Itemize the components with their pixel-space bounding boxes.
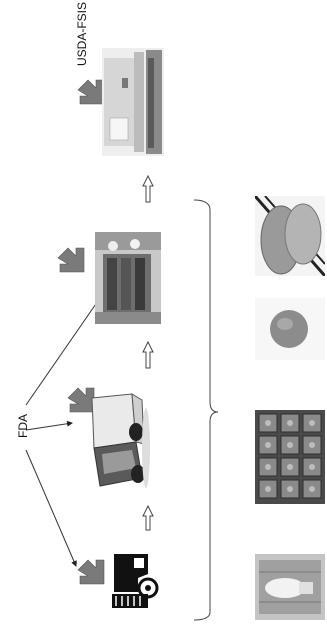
grouping-bracket (193, 199, 219, 621)
harvest-combine-icon (108, 548, 162, 614)
flow-arrow-harvest-to-transport (142, 504, 154, 531)
gray-arrow-processing (57, 247, 85, 273)
delivery-truck-icon (86, 388, 152, 498)
fda-arrow-to-harvest (25, 449, 77, 567)
retail-store-photo (102, 48, 164, 156)
round-fruit-photo (255, 298, 325, 360)
flow-arrow-processing-to-retail (142, 174, 154, 203)
sliced-produce-photo (255, 196, 325, 276)
flow-arrow-transport-to-processing (142, 340, 154, 369)
fda-arrow-to-transport (25, 420, 73, 431)
refrigerated-storage-photo (255, 554, 325, 620)
gray-arrow-usda (77, 79, 105, 105)
processing-workers-photo (95, 232, 161, 324)
seedling-trays-photo (255, 410, 325, 504)
gray-arrow-harvest (77, 559, 105, 585)
